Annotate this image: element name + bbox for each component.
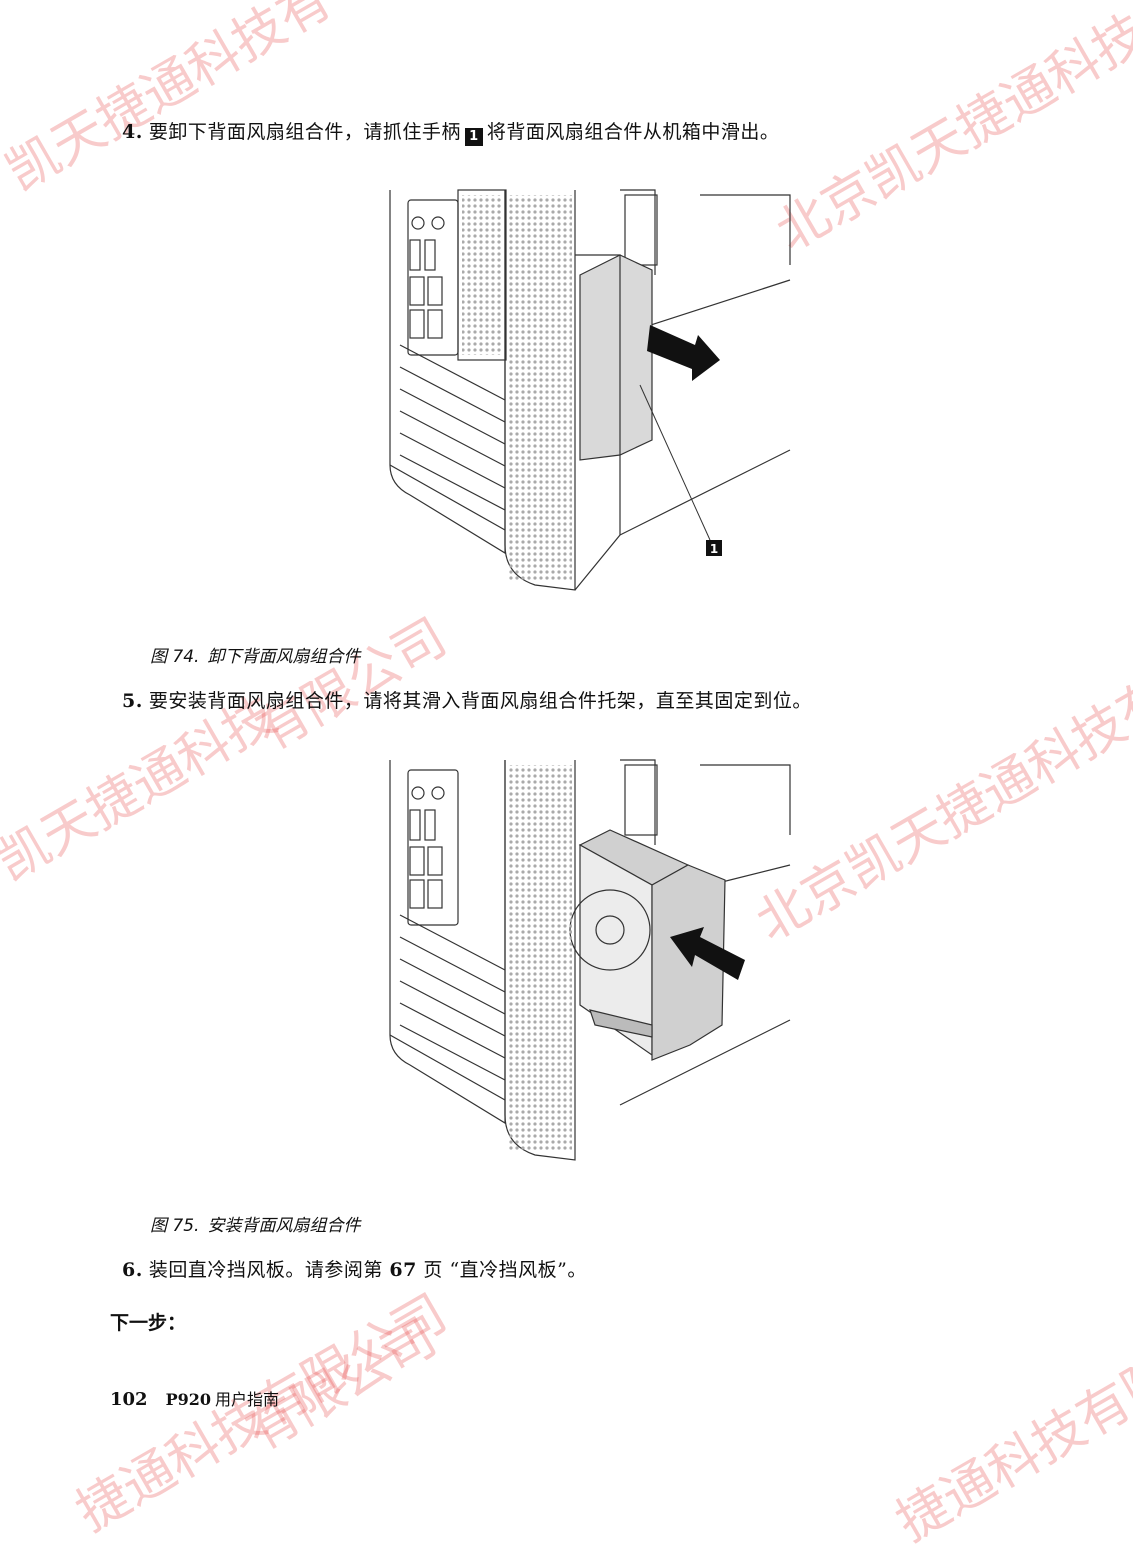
watermark: 有限公司 xyxy=(236,1307,447,1464)
step-text: 要安装背面风扇组合件，请将其滑入背面风扇组合件托架，直至其固定到位。 xyxy=(148,690,812,712)
step-number: 4. xyxy=(122,121,143,143)
figure-label: 图 74. xyxy=(150,647,200,667)
watermark: 捷通科技有限 xyxy=(886,1345,1133,1554)
step-6: 6.装回直冷挡风板。请参阅第 67 页 “直冷挡风板”。 xyxy=(122,1257,587,1283)
figure-caption: 图 74. 卸下背面风扇组合件 xyxy=(150,642,360,667)
figure-75 xyxy=(370,755,810,1170)
watermark: 有限公司 xyxy=(246,607,457,764)
step-text: 装回直冷挡风板。请参阅第 xyxy=(148,1259,383,1281)
doc-title: 用户指南 xyxy=(215,1390,280,1409)
watermark: 北京凯天捷通科技有限 xyxy=(766,0,1133,264)
doc-model: P920 xyxy=(165,1390,212,1409)
next-step-heading: 下一步： xyxy=(110,1312,187,1334)
figure-caption-text: 卸下背面风扇组合件 xyxy=(207,647,361,667)
figure-74: 1 xyxy=(370,185,810,600)
page-reference-link[interactable]: 67 xyxy=(389,1259,417,1281)
install-fan-illustration xyxy=(389,759,791,1161)
figure-callout-label: 1 xyxy=(710,542,718,556)
figure-caption: 图 75. 安装背面风扇组合件 xyxy=(150,1211,360,1236)
step-5: 5.要安装背面风扇组合件，请将其滑入背面风扇组合件托架，直至其固定到位。 xyxy=(122,688,812,714)
step-text: 要卸下背面风扇组合件，请抓住手柄 xyxy=(148,121,461,143)
step-number: 6. xyxy=(122,1259,143,1281)
figure-label: 图 75. xyxy=(150,1216,200,1236)
figure-caption-text: 安装背面风扇组合件 xyxy=(207,1216,361,1236)
remove-fan-illustration: 1 xyxy=(389,189,791,591)
watermark: 凯天捷通科技有 xyxy=(0,0,342,204)
step-text: 页 “直冷挡风板”。 xyxy=(423,1259,587,1281)
step-text: 将背面风扇组合件从机箱中滑出。 xyxy=(486,121,780,143)
step-number: 5. xyxy=(122,690,143,712)
callout-badge: 1 xyxy=(464,128,483,146)
page-number: 102 xyxy=(110,1389,148,1410)
